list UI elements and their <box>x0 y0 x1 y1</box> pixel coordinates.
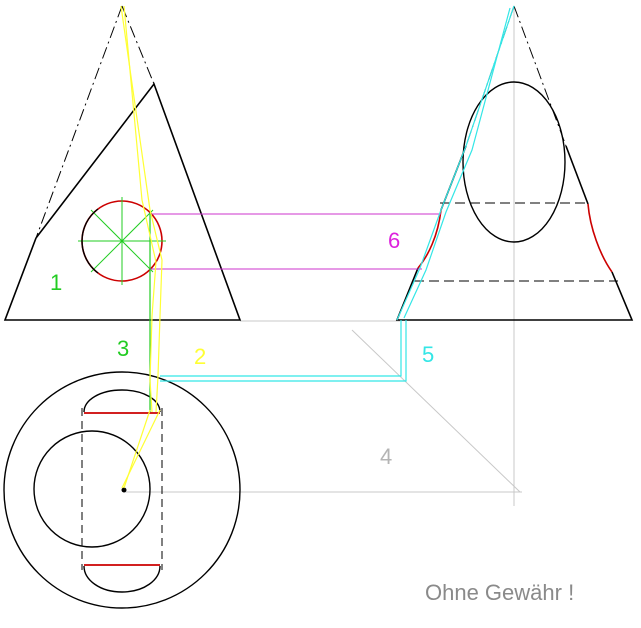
top-lower-hole-arch <box>83 565 161 593</box>
side-dashed-edge-right <box>513 5 567 147</box>
cyan-construction-lines <box>160 5 515 382</box>
label-1: 1 <box>50 270 62 295</box>
front-truncated-outline <box>3 82 242 321</box>
disclaimer-text: Ohne Gewähr ! <box>425 580 574 605</box>
side-outline-right-lower <box>395 267 634 321</box>
guide-lines <box>124 6 522 506</box>
label-4: 4 <box>380 444 392 469</box>
front-dashed-edge-left <box>35 5 123 239</box>
top-view <box>3 371 241 609</box>
magenta-projection-lines <box>150 213 441 270</box>
top-upper-hole-arch <box>83 389 161 413</box>
hole-construction-lines <box>78 197 166 285</box>
side-outline-right-upper <box>565 145 589 205</box>
label-2: 2 <box>194 344 206 369</box>
side-hole-curve-right <box>587 203 613 273</box>
top-center-point <box>121 487 127 493</box>
top-outer-circle <box>3 371 241 609</box>
yellow-construction-lines <box>120 5 163 489</box>
top-inner-circle <box>33 430 151 548</box>
front-view <box>3 5 242 321</box>
label-5: 5 <box>422 342 434 367</box>
front-dashed-edge-right <box>121 5 155 85</box>
label-6: 6 <box>388 228 400 253</box>
hole-silhouette-black <box>81 240 99 274</box>
hole-silhouette-black <box>81 208 99 242</box>
miter-line <box>351 329 521 493</box>
label-3: 3 <box>117 336 129 361</box>
side-section-ellipse <box>462 81 566 243</box>
